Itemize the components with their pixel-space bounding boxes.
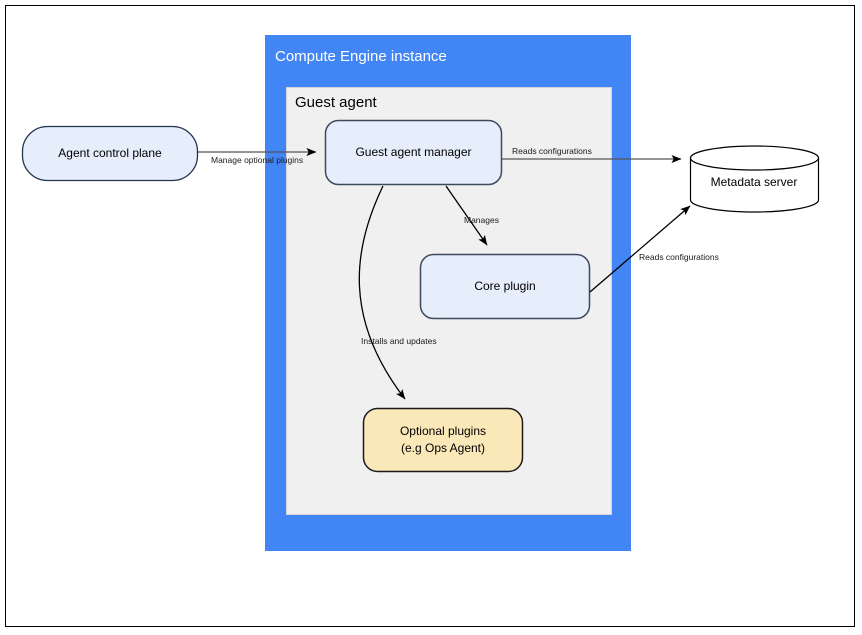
edge-label-manage-optional-plugins: Manage optional plugins xyxy=(211,155,304,165)
edge-label-manages: Manages xyxy=(464,215,499,225)
edge-installs-and-updates xyxy=(358,185,406,400)
edge-manages xyxy=(445,185,488,246)
edge-label-reads-configurations-core: Reads configurations xyxy=(639,252,719,262)
node-core-plugin[interactable] xyxy=(419,253,591,320)
compute-engine-instance-title: Compute Engine instance xyxy=(275,48,447,65)
guest-agent-title: Guest agent xyxy=(295,94,377,111)
edge-reads-configurations-core xyxy=(589,205,691,293)
node-optional-plugins[interactable] xyxy=(362,407,524,473)
node-metadata-server[interactable] xyxy=(689,145,820,213)
node-agent-control-plane[interactable] xyxy=(21,125,199,182)
page-border xyxy=(5,5,855,627)
edge-label-installs-and-updates: Installs and updates xyxy=(361,336,437,346)
node-guest-agent-manager[interactable] xyxy=(324,119,503,186)
edge-label-reads-configurations-manager: Reads configurations xyxy=(512,146,592,156)
